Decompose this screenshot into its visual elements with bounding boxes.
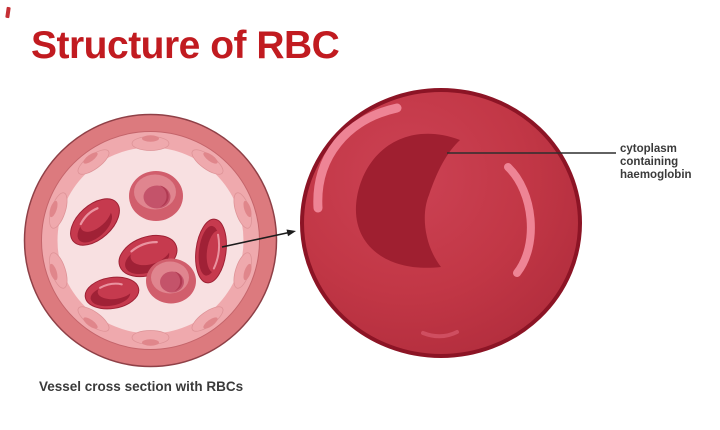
page-title: Structure of RBC — [31, 24, 340, 67]
enlarged-rbc-highlight-bottom — [421, 330, 459, 339]
rbc-side-left — [70, 198, 120, 246]
rbc-side-bottom-left — [84, 276, 140, 310]
enlarged-rbc-concavity — [355, 133, 460, 268]
endothelial-cell-bulges — [49, 136, 252, 345]
vessel-caption: Vessel cross section with RBCs — [39, 379, 244, 394]
enlarged-rbc — [300, 88, 582, 358]
enlarged-rbc-highlight-left — [313, 103, 402, 213]
endothelial-cell-nuclei — [49, 135, 252, 346]
enlarged-rbc-highlight-right — [504, 163, 535, 277]
rbc-faceon-bottom — [146, 258, 196, 304]
rbc-side-right — [195, 218, 227, 284]
enlarged-rbc-body — [300, 88, 582, 358]
rbc-faceon-top — [129, 171, 183, 221]
annotation-line-3: haemoglobin — [620, 169, 692, 181]
vessel-cross-section — [23, 113, 278, 368]
zoom-arrow-icon — [221, 229, 296, 248]
annotation-line-1: cytoplasm — [620, 143, 677, 155]
cytoplasm-annotation: cytoplasm containing haemoglobin — [620, 143, 720, 182]
annotation-line-2: containing — [620, 156, 679, 168]
